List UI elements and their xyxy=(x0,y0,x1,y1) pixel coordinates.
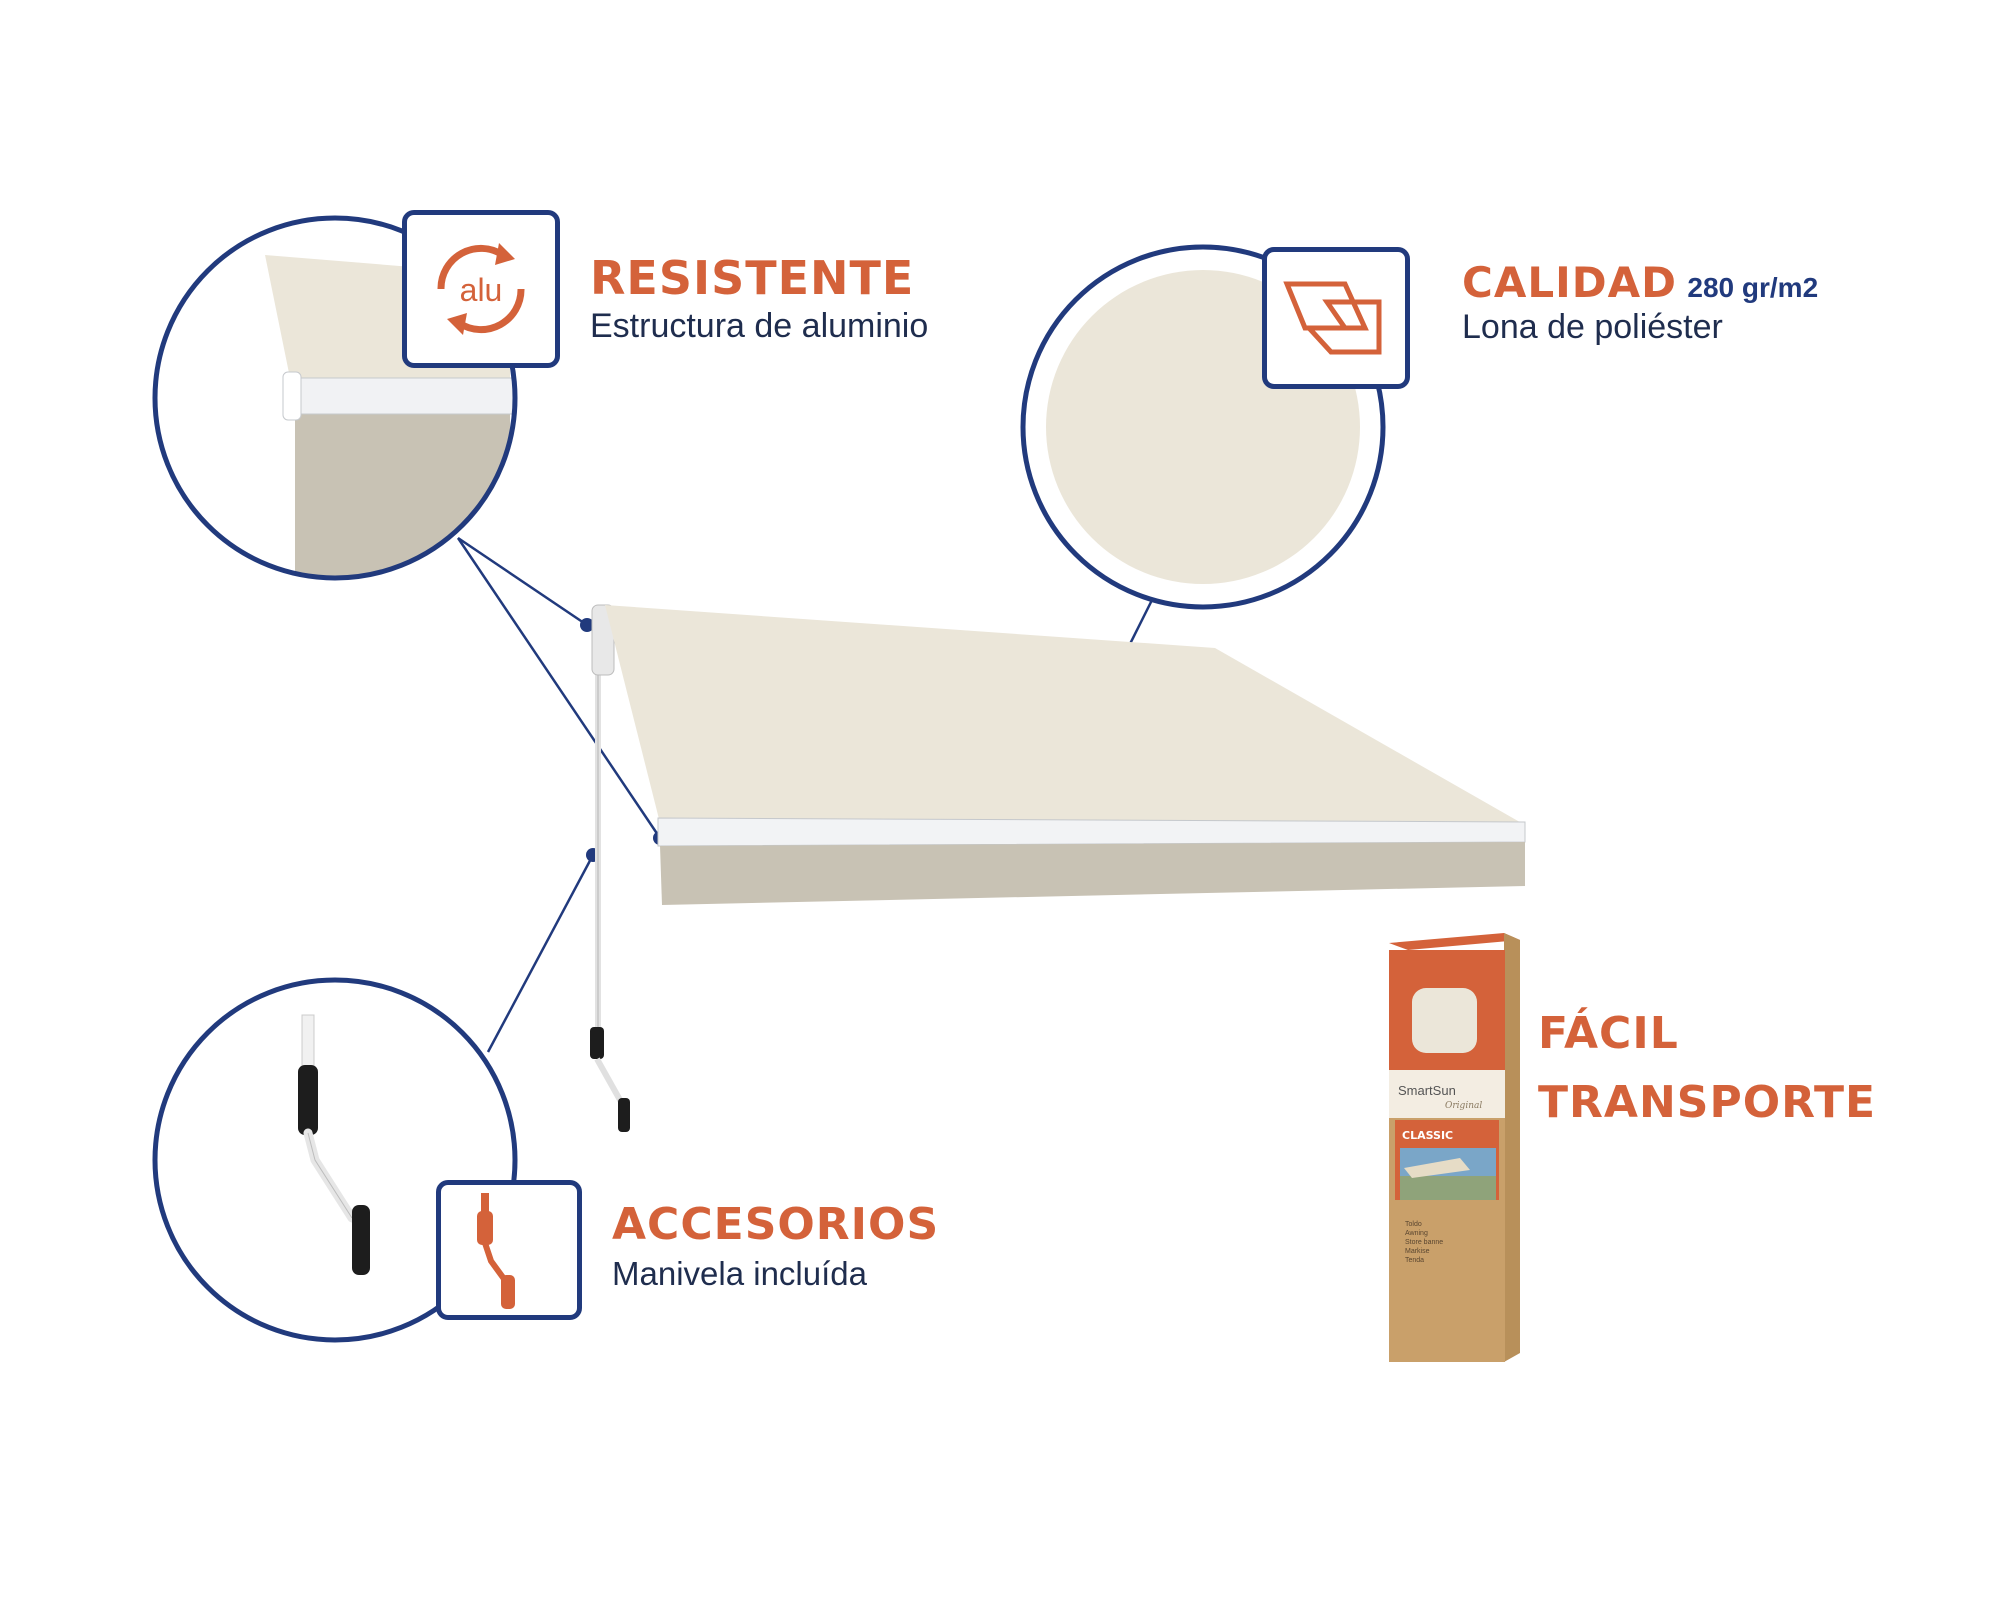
calidad-title: CALIDAD xyxy=(1462,258,1677,307)
transporte-feature: FÁCIL TRANSPORTE xyxy=(1538,1012,1876,1125)
accesorios-zoom-circle xyxy=(152,977,518,1343)
package-product-line: Awning xyxy=(1405,1230,1428,1237)
calidad-feature: CALIDAD 280 gr/m2 Lona de poliéster xyxy=(1462,262,1819,346)
alu-icon-text: alu xyxy=(460,272,503,308)
package-product-line: Store banne xyxy=(1405,1239,1443,1246)
calidad-icon-box xyxy=(1262,247,1410,389)
accesorios-subtitle: Manivela incluída xyxy=(612,1255,867,1292)
package-brand: SmartSun xyxy=(1398,1083,1456,1098)
alu-recycle-icon: alu xyxy=(437,243,525,335)
calidad-weight: 280 gr/m2 xyxy=(1687,272,1819,303)
awning-front-bar xyxy=(657,817,1526,847)
resistente-title: RESISTENTE xyxy=(590,251,915,305)
package-product-line: Toldo xyxy=(1405,1221,1422,1228)
awning xyxy=(590,604,1526,1132)
awning-valance xyxy=(660,842,1525,905)
accesorios-title: ACCESORIOS xyxy=(612,1199,940,1250)
resistente-icon-box: alu xyxy=(402,210,560,368)
package-product-line: Tenda xyxy=(1405,1257,1424,1264)
package-product-line: Markise xyxy=(1405,1248,1430,1255)
resistente-subtitle: Estructura de aluminio xyxy=(590,307,929,345)
transporte-title-line1: FÁCIL xyxy=(1538,1008,1679,1059)
package-model: CLASSIC xyxy=(1402,1129,1453,1142)
transporte-title-line2: TRANSPORTE xyxy=(1538,1077,1877,1128)
fabric-layers-icon xyxy=(1283,281,1382,355)
package-fabric-swatch xyxy=(1412,988,1477,1053)
resistente-feature: RESISTENTE Estructura de aluminio xyxy=(590,255,928,343)
package-brand-script: Original xyxy=(1445,1101,1482,1111)
crank-handle-icon xyxy=(477,1193,515,1309)
callout-lines xyxy=(456,536,1154,1053)
accesorios-feature: ACCESORIOS Manivela incluída xyxy=(612,1199,940,1292)
awning-canvas xyxy=(605,605,1525,825)
accesorios-icon-box xyxy=(436,1180,582,1320)
calidad-subtitle: Lona de poliéster xyxy=(1462,308,1723,346)
